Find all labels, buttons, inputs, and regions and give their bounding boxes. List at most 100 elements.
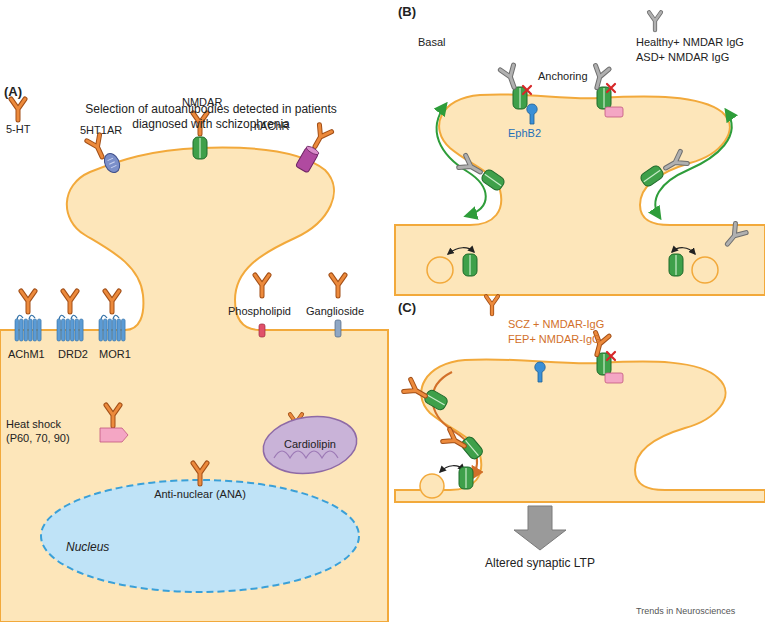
antibody-symbol xyxy=(63,291,77,312)
condition-label: Basal xyxy=(418,36,446,50)
heat-shock-protein xyxy=(100,428,128,442)
receptor-symbol xyxy=(605,373,623,383)
trafficking-arrow xyxy=(432,372,477,478)
blocked-mark xyxy=(523,86,531,94)
receptor-symbol xyxy=(527,104,537,124)
panel-c-cell xyxy=(395,359,765,502)
receptor-symbol xyxy=(605,107,623,117)
trafficking-arrow xyxy=(432,372,477,478)
antibody-symbol xyxy=(722,224,746,249)
nucleus-shape: Anti-nuclear (ANA)Nucleus xyxy=(40,474,360,594)
receptor-symbol xyxy=(639,164,665,188)
receptor-symbol xyxy=(101,151,122,175)
panel-letter: (B) xyxy=(398,4,416,20)
lipid-marker xyxy=(335,320,341,337)
antibody-symbol xyxy=(404,296,609,452)
antibody-symbol xyxy=(11,99,345,432)
outcome-arrow xyxy=(514,506,566,550)
lipid-marker xyxy=(259,324,265,337)
outcome-label: Altered synaptic LTP xyxy=(465,556,615,571)
trafficking-arrow xyxy=(655,110,731,218)
receptor-symbol xyxy=(423,388,449,411)
heat-shock-protein xyxy=(100,428,128,442)
antigen-label: Cardiolipin xyxy=(284,438,336,452)
antibody-symbol xyxy=(443,429,468,452)
process-label: Anchoring xyxy=(538,70,588,84)
receptor-symbol xyxy=(108,158,117,168)
antibody-key: Healthy+ NMDAR IgG xyxy=(636,36,744,50)
trafficking-arrow xyxy=(448,248,474,254)
nucleus-shape xyxy=(193,463,207,484)
receptor-symbol xyxy=(193,137,207,159)
antibody-symbol xyxy=(105,291,119,312)
receptor-symbol xyxy=(597,353,611,375)
antibody-symbol xyxy=(309,125,332,150)
receptor-symbol xyxy=(669,254,683,276)
antibody-symbol xyxy=(11,99,25,120)
receptor-symbol xyxy=(305,145,320,156)
trafficking-arrow xyxy=(437,104,486,216)
antibody-key: ASD+ NMDAR IgG xyxy=(636,51,729,65)
receptor-symbol xyxy=(57,315,83,341)
receptor-label: nAChR xyxy=(254,120,289,134)
panel-c-cell xyxy=(420,474,444,498)
receptor-symbol xyxy=(423,353,623,489)
protein-label: Heat shock (P60, 70, 90) xyxy=(6,418,88,446)
antibody-symbol xyxy=(21,291,35,312)
panel-letter: (C) xyxy=(398,300,416,316)
nucleus-shape xyxy=(41,480,359,592)
receptor-symbol xyxy=(15,137,320,341)
panel-b-cell xyxy=(427,257,453,283)
blocked-mark xyxy=(523,84,615,94)
panel-b-cell xyxy=(395,94,765,295)
antibody-symbol xyxy=(662,151,687,174)
outcome-arrow xyxy=(514,506,566,550)
antibody-symbol xyxy=(459,12,746,248)
molecule-label: 5-HT xyxy=(6,123,30,137)
antibody-symbol xyxy=(486,296,498,314)
journal-credit: Trends in Neurosciences xyxy=(636,606,735,617)
receptor-label: 5HT1AR xyxy=(80,124,122,138)
panel-letter: (A) xyxy=(4,84,22,100)
receptor-symbol xyxy=(463,87,683,276)
lipid-label: Ganglioside xyxy=(306,305,364,319)
antibody-symbol xyxy=(500,65,520,90)
panel-a-cell xyxy=(0,148,388,622)
antibody-symbol xyxy=(404,379,429,402)
lipid-label: Phospholipid xyxy=(228,305,291,319)
blocked-mark xyxy=(607,352,615,360)
lipid-marker xyxy=(259,320,341,337)
antibody-key: SCZ + NMDAR-IgG xyxy=(508,318,604,332)
receptor-symbol xyxy=(535,362,545,382)
antibody-symbol xyxy=(649,12,661,30)
mitochondrion-shape xyxy=(260,411,361,480)
receptor-symbol xyxy=(99,315,125,341)
antibody-symbol xyxy=(106,405,120,426)
receptor-label: AChM1 xyxy=(8,348,45,362)
trafficking-arrow xyxy=(672,248,695,254)
panel-a-cell xyxy=(0,148,388,622)
receptor-symbol xyxy=(101,151,122,175)
antigen-label: Anti-nuclear (ANA) xyxy=(154,488,246,502)
mitochondrion-shape: Cardiolipin xyxy=(262,414,358,476)
trafficking-arrow xyxy=(437,104,732,254)
receptor-label: DRD2 xyxy=(58,348,88,362)
antibody-key: FEP+ NMDAR-IgG xyxy=(508,333,601,347)
panel-b-cell xyxy=(395,94,765,295)
antibody-symbol xyxy=(255,275,269,296)
receptor-label: EphB2 xyxy=(508,127,541,141)
receptor-symbol xyxy=(480,168,506,192)
receptor-symbol xyxy=(513,87,527,109)
panel-c-cell xyxy=(395,359,765,502)
receptor-symbol xyxy=(15,315,41,341)
blocked-mark xyxy=(607,352,615,360)
receptor-symbol xyxy=(463,254,477,276)
receptor-symbol xyxy=(459,467,473,489)
panel-b-cell xyxy=(692,257,718,283)
blocked-mark xyxy=(607,84,615,92)
mitochondrion-shape xyxy=(274,451,338,458)
antibody-symbol xyxy=(331,275,345,296)
antibody-symbol xyxy=(590,65,609,89)
receptor-symbol xyxy=(295,145,319,173)
